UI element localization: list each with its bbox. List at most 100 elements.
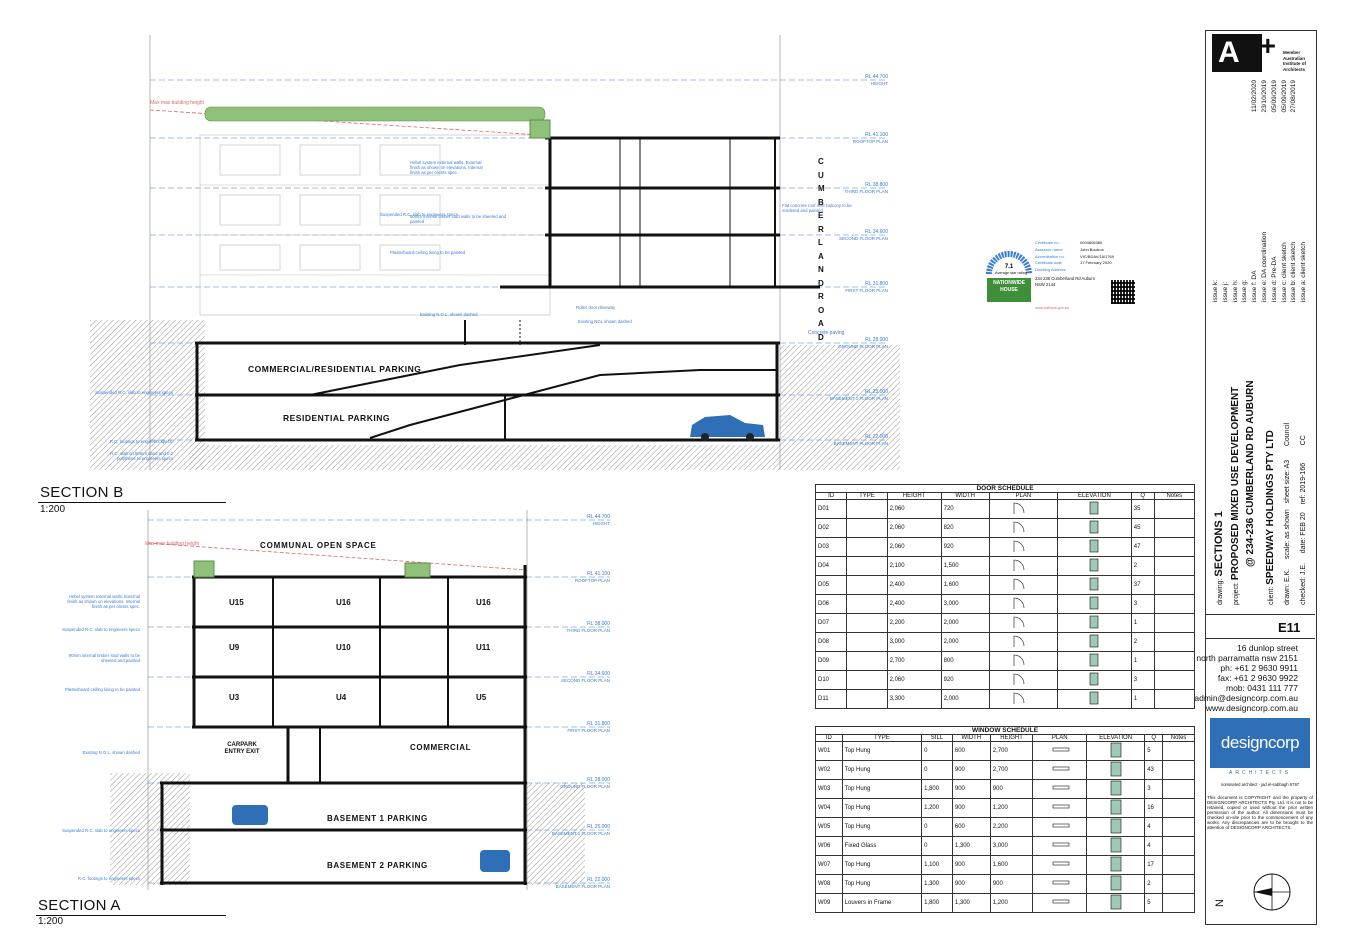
elevation-symbol-icon [1086,893,1146,913]
elevation-symbol-icon [1057,651,1132,671]
table-cell: 920 [940,670,990,690]
annotation-note: Suspended R.C. slab to engineers specs [62,627,140,632]
certificate-row: Certificate no.0004606380 [1035,240,1103,245]
elevation-symbol-icon [1086,760,1146,780]
plan-symbol-icon [988,689,1059,709]
sheet-number: E11 [1278,620,1301,635]
plan-symbol-icon [988,670,1059,690]
table-cell: W07 [815,855,843,875]
table-cell: D04 [814,556,848,576]
table-cell: 47 [1130,537,1155,557]
level-rl: RL 44.700 [587,514,610,520]
table-cell: 3 [1130,594,1155,614]
table-cell: 1,300 [951,893,991,913]
table-cell: W06 [815,836,843,856]
column-header: ELEVATION [1086,734,1146,742]
column-header: HEIGHT [989,734,1034,742]
table-cell: Top Hung [841,874,923,894]
section-a-structure [160,560,527,885]
table-cell [846,670,888,690]
project-name-2: @ 234-236 CUMBERLAND RD AUBURN [1245,380,1256,567]
plan-symbol-icon [1032,836,1088,856]
elevation-symbol-icon [1057,499,1132,519]
elevation-symbol-icon [1057,594,1132,614]
table-cell: 720 [940,499,990,519]
plan-symbol-icon [988,537,1059,557]
table-cell [1153,632,1196,652]
column-header: PLAN [1032,734,1088,742]
unit-label: U15 [229,598,244,607]
table-cell: W04 [815,798,843,818]
table-cell: 37 [1130,575,1155,595]
plan-symbol-icon [988,594,1059,614]
unit-label: U3 [229,693,240,702]
unit-label: U16 [336,598,351,607]
table-cell: 2 [1130,556,1155,576]
annotation-note: Hebel system external walls. External fi… [410,160,483,176]
table-cell: D02 [814,518,848,538]
table-cell: W05 [815,817,843,837]
table-cell: 600 [951,741,991,761]
table-cell: 1,600 [940,575,990,595]
table-cell [846,575,888,595]
table-cell [1153,499,1196,519]
table-cell: 0 [921,741,953,761]
column-header: HEIGHT [886,492,942,500]
table-cell: W03 [815,779,843,799]
elevation-symbol-icon [1057,575,1132,595]
column-header: SILL [921,734,953,742]
elevation-symbol-icon [1057,537,1132,557]
plan-symbol-icon [988,518,1059,538]
table-cell [1153,575,1196,595]
max-height-note-a: Max max building height [145,541,199,547]
level-rl: RL 44.700 [865,74,888,80]
unit-label: U4 [336,693,347,702]
table-cell: 1,800 [921,893,953,913]
level-name: HEIGHT [871,81,888,86]
level-rl: RL 38.000 [587,621,610,627]
elevation-symbol-icon [1086,817,1146,837]
table-cell [846,556,888,576]
cumberland-road-label: CUMBERLANDROAD [818,157,826,342]
table-cell [1162,836,1195,856]
table-cell: Top Hung [841,855,923,875]
table-cell [1153,537,1196,557]
plan-symbol-icon [988,613,1059,633]
elevation-symbol-icon [1057,518,1132,538]
plan-symbol-icon [1032,855,1088,875]
table-cell: 1,200 [989,893,1034,913]
level-name: BASEMENT 1 FLOOR PLAN [830,396,888,401]
table-cell: D01 [814,499,848,519]
issue-row: issue j: [1221,281,1229,302]
level-name: SECOND FLOOR PLAN [839,236,888,241]
table-cell: D06 [814,594,848,614]
elevation-symbol-icon [1057,613,1132,633]
table-cell: 2,400 [886,594,942,614]
roof-planting [204,106,546,122]
issue-row: issue a: client sketch [1300,242,1308,302]
annotation-note: Suspended R.C. slab to engineers specs [95,390,173,395]
issue-row: issue h: [1231,279,1239,302]
plan-symbol-icon [1032,760,1088,780]
building-structure [195,119,820,442]
table-cell: 1,100 [921,855,953,875]
table-cell [1153,518,1196,538]
table-cell: 920 [940,537,990,557]
plan-symbol-icon [1032,779,1088,799]
contact-line: admin@designcorp.com.au [1194,693,1298,703]
elevation-symbol-icon [1057,632,1132,652]
contact-line: 16 dunlop street [1237,643,1298,653]
level-name: GROUND FLOOR PLAN [838,344,888,349]
